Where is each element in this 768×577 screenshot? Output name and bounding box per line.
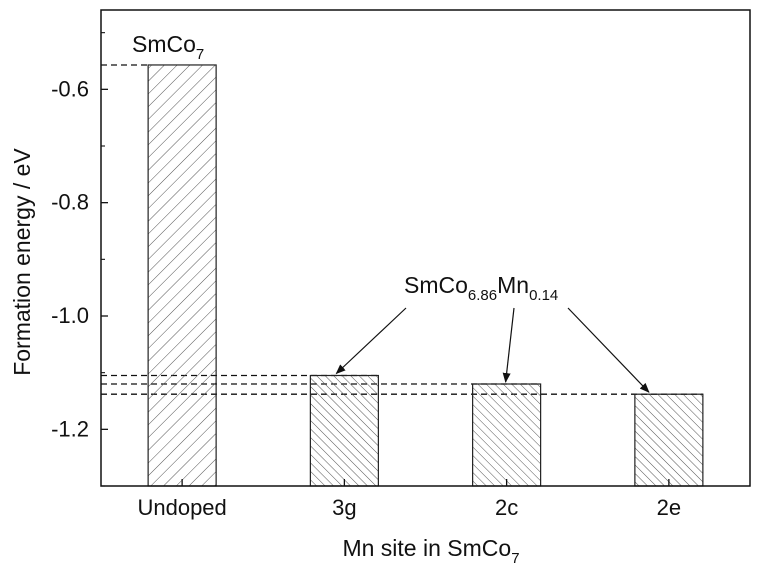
undoped-annotation-subscript: 7 bbox=[196, 46, 204, 63]
y-tick-label: -1.2 bbox=[51, 416, 89, 441]
undoped-annotation: SmCo7 bbox=[132, 31, 204, 63]
bar-3g bbox=[309, 374, 379, 487]
doped-annotation-co-subscript: 6.86 bbox=[468, 287, 497, 304]
x-axis-label-main: Mn site in SmCo bbox=[342, 535, 511, 561]
undoped-annotation-main: SmCo bbox=[132, 31, 196, 57]
y-tick-label: -1.0 bbox=[51, 303, 89, 328]
doped-annotation-smco: SmCo bbox=[404, 272, 468, 298]
arrow-to-bar-2e bbox=[567, 307, 650, 393]
annotation-arrows bbox=[335, 307, 650, 393]
y-axis: -0.6 -0.8 -1.0 -1.2 bbox=[51, 32, 108, 487]
x-tick-label: 3g bbox=[332, 495, 356, 520]
x-tick-label: 2e bbox=[657, 495, 681, 520]
x-axis-label: Mn site in SmCo7 bbox=[342, 535, 519, 567]
x-axis-label-subscript: 7 bbox=[511, 550, 519, 567]
bar-2c bbox=[472, 383, 542, 487]
doped-annotation-mn-subscript: 0.14 bbox=[529, 287, 558, 304]
doped-annotation-mn: Mn bbox=[497, 272, 529, 298]
y-tick-label: -0.6 bbox=[51, 76, 89, 101]
bar-undoped bbox=[147, 64, 217, 487]
arrow-to-bar-2c bbox=[502, 307, 515, 383]
arrow-to-bar-3g bbox=[335, 307, 407, 375]
doped-annotation: SmCo6.86Mn0.14 bbox=[404, 272, 558, 304]
x-axis: Undoped 3g 2c 2e bbox=[137, 479, 681, 520]
plot-frame bbox=[100, 9, 751, 487]
bars bbox=[147, 64, 704, 487]
x-tick-label: 2c bbox=[495, 495, 518, 520]
x-tick-label: Undoped bbox=[137, 495, 226, 520]
bar-2e bbox=[634, 393, 704, 487]
y-axis-label: Formation energy / eV bbox=[9, 148, 35, 376]
y-tick-label: -0.8 bbox=[51, 190, 89, 215]
